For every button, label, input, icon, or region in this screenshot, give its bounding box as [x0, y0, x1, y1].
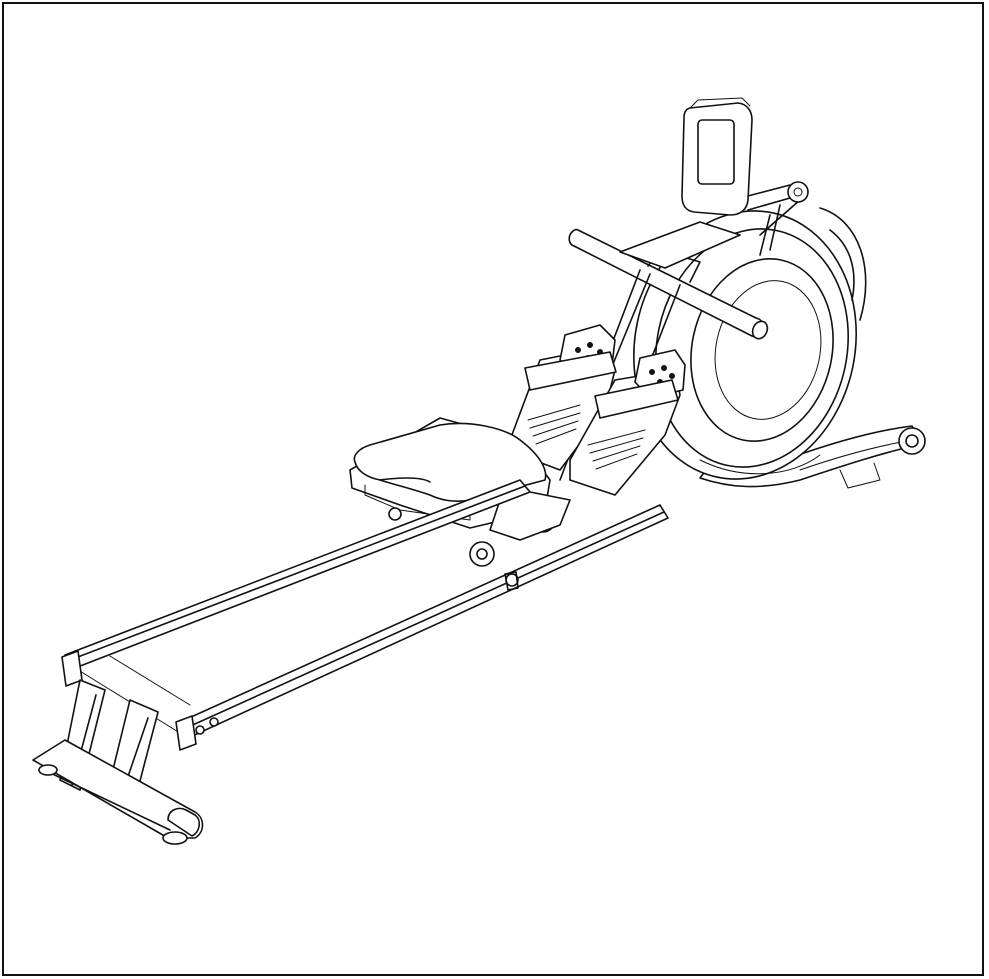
- row-handle: [568, 228, 769, 340]
- monitor-assembly: [681, 97, 809, 256]
- flywheel-housing: [633, 207, 867, 480]
- front-stabilizer: [32, 679, 204, 845]
- left-footrest: [509, 324, 617, 471]
- slide-rail: [64, 479, 669, 739]
- rail-end-caps: [61, 650, 219, 751]
- right-footrest: [569, 349, 686, 496]
